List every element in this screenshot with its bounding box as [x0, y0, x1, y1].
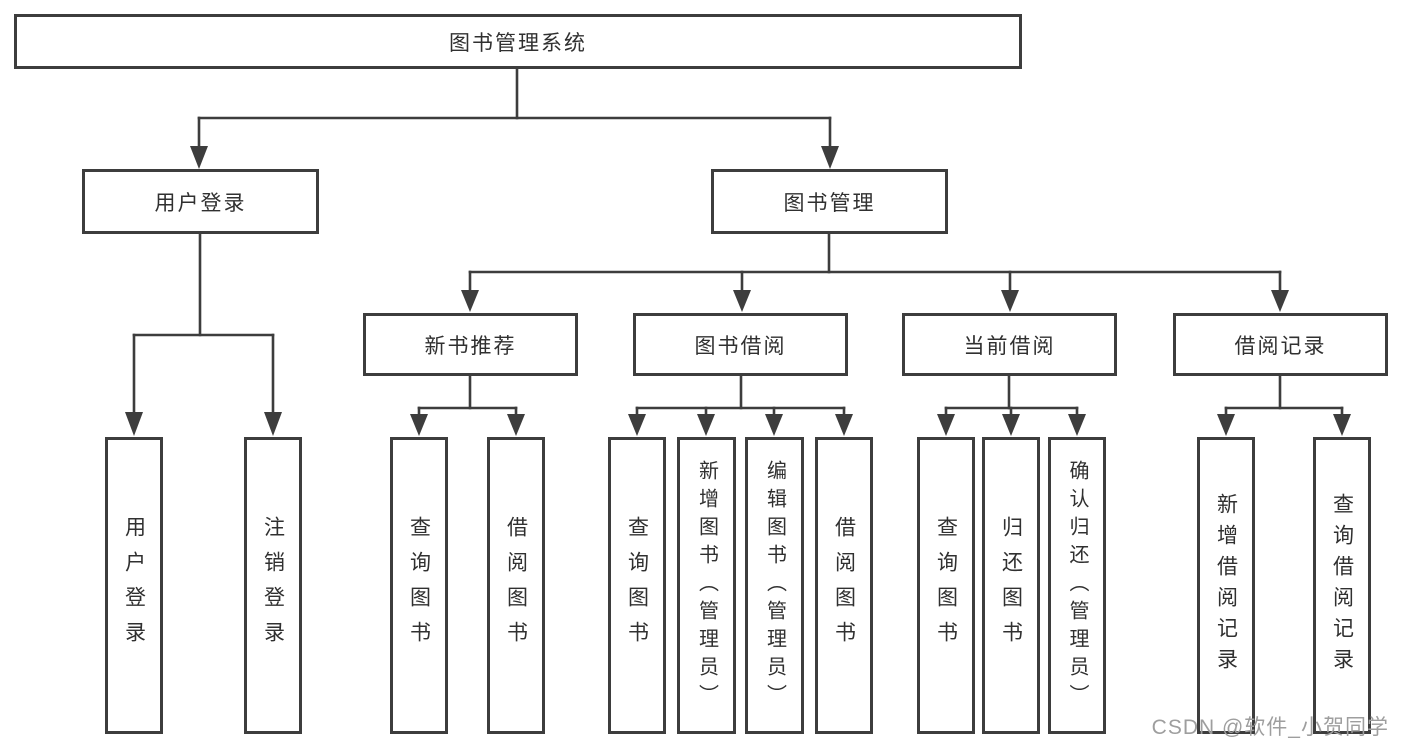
connector-user-login-branch	[125, 232, 282, 436]
leaf-query-borrow-record: 查询借阅记录	[1313, 437, 1371, 734]
leaf-query-books-current: 查询图书	[917, 437, 975, 734]
leaf-return-books: 归还图书	[982, 437, 1040, 734]
node-new-book-recommendation: 新书推荐	[363, 313, 578, 376]
connector-borrowing-records-branch	[1217, 374, 1351, 436]
leaf-user-login: 用户登录	[105, 437, 163, 734]
leaf-confirm-return-admin: 确认归还（管理员）	[1048, 437, 1106, 734]
leaf-add-book-admin: 新增图书（管理员）	[677, 437, 736, 734]
node-library-management-system: 图书管理系统	[14, 14, 1022, 69]
watermark-text: CSDN @软件_小贺同学	[1151, 716, 1389, 739]
leaf-edit-book-admin: 编辑图书（管理员）	[745, 437, 804, 734]
leaf-query-books-borrowing: 查询图书	[608, 437, 666, 734]
node-current-borrowing: 当前借阅	[902, 313, 1117, 376]
node-borrowing-records: 借阅记录	[1173, 313, 1388, 376]
node-user-login: 用户登录	[82, 169, 319, 234]
connector-current-borrowing-branch	[937, 374, 1086, 436]
leaf-borrow-books-borrowing: 借阅图书	[815, 437, 873, 734]
leaf-logout: 注销登录	[244, 437, 302, 734]
connector-book-management-branch	[461, 232, 1289, 312]
connector-new-book-recommendation-branch	[410, 374, 525, 436]
node-book-management: 图书管理	[711, 169, 948, 234]
node-book-borrowing: 图书借阅	[633, 313, 848, 376]
connector-root-branch	[190, 67, 839, 169]
connector-book-borrowing-branch	[628, 374, 853, 436]
leaf-query-books-recommend: 查询图书	[390, 437, 448, 734]
leaf-borrow-books-recommend: 借阅图书	[487, 437, 545, 734]
leaf-add-borrow-record: 新增借阅记录	[1197, 437, 1255, 734]
